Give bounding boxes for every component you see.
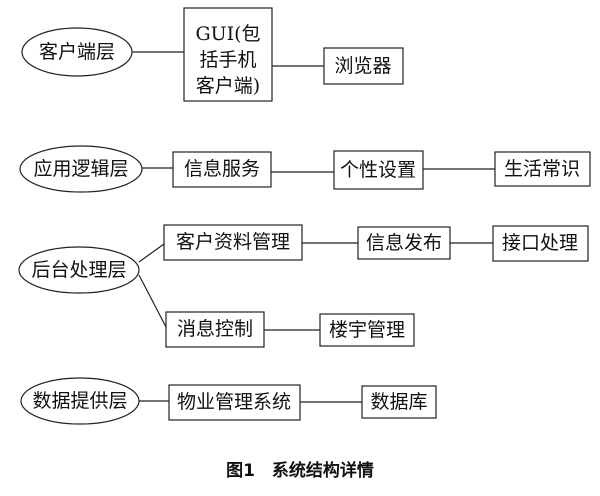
layer-app-logic-label: 应用逻辑层 [33,158,128,180]
node-gui-line1: GUI(包 [195,23,260,45]
node-gui-line3: 客户端) [196,75,260,97]
node-info-publish: 信息发布 [357,226,451,260]
node-database: 数据库 [361,385,437,419]
layer-app-logic: 应用逻辑层 [19,145,143,193]
layer-data: 数据提供层 [20,377,140,425]
node-interface-proc: 接口处理 [492,225,589,262]
node-interface-proc-label: 接口处理 [502,232,578,254]
node-info-service: 信息服务 [172,151,272,188]
layer-client: 客户端层 [21,27,133,77]
node-info-publish-label: 信息发布 [366,232,442,254]
layer-client-label: 客户端层 [39,41,115,63]
figure-caption: 图1 系统结构详情 [226,460,374,481]
node-gui-line2: 括手机 [199,49,256,71]
node-customer-mgmt-label: 客户资料管理 [176,231,290,253]
layer-data-label: 数据提供层 [32,390,127,412]
node-browser: 浏览器 [323,47,404,85]
node-gui: GUI(包 括手机 客户端) [183,7,273,102]
edge-backend-customermgmt [138,243,165,263]
node-info-service-label: 信息服务 [184,158,260,180]
node-building-mgmt-label: 楼宇管理 [329,319,405,341]
node-database-label: 数据库 [370,391,427,413]
node-life-tips-label: 生活常识 [504,158,580,180]
node-life-tips: 生活常识 [494,151,591,187]
node-msg-control-label: 消息控制 [177,318,253,340]
node-building-mgmt: 楼宇管理 [319,313,415,347]
layer-backend-label: 后台处理层 [31,259,126,281]
node-personalize: 个性设置 [333,150,424,190]
edge-backend-msgcontrol [138,274,167,328]
connectors [132,51,495,403]
layer-backend: 后台处理层 [18,246,140,294]
node-property-system-label: 物业管理系统 [177,391,291,413]
node-personalize-label: 个性设置 [340,159,416,181]
node-browser-label: 浏览器 [334,55,391,77]
node-msg-control: 消息控制 [165,311,265,348]
node-customer-mgmt: 客户资料管理 [163,224,303,261]
node-property-system: 物业管理系统 [168,384,301,421]
